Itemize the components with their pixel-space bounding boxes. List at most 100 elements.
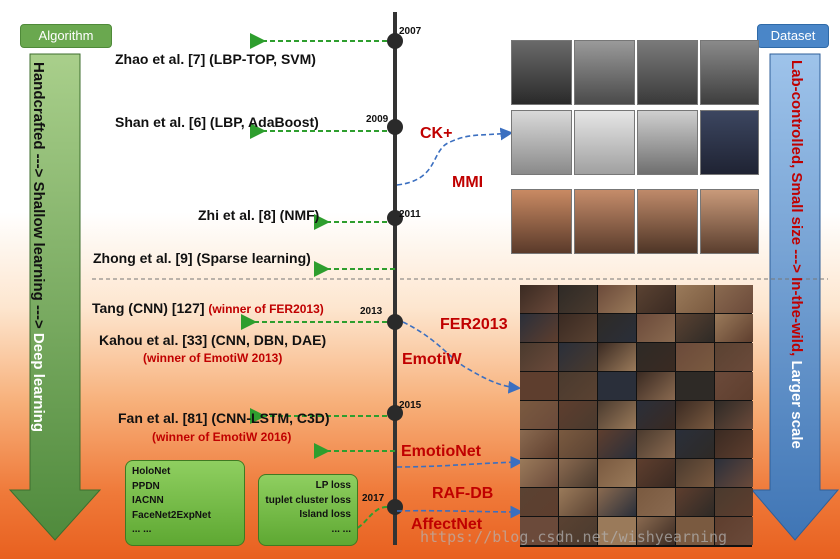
wild-face-thumbnail — [676, 430, 714, 458]
year-2013: 2013 — [360, 306, 383, 317]
face-photo — [637, 110, 698, 175]
wild-face-thumbnail — [520, 488, 558, 516]
wild-face-thumbnail — [637, 285, 675, 313]
methods-box-left: HoloNet PPDN IACNN FaceNet2ExpNet ... ..… — [125, 460, 245, 546]
dataset-emotiw: EmotiW — [402, 351, 462, 368]
year-2009: 2009 — [366, 114, 389, 125]
year-2015: 2015 — [399, 400, 422, 411]
year-2007: 2007 — [399, 26, 422, 37]
method-zhong: Zhong et al. [9] (Sparse learning) — [93, 250, 311, 266]
wild-face-thumbnail — [676, 314, 714, 342]
wild-face-thumbnail — [637, 372, 675, 400]
method-zhao: Zhao et al. [7] (LBP-TOP, SVM) — [115, 51, 316, 67]
year-node-2011 — [387, 210, 403, 226]
box-left-item: ... ... — [132, 524, 152, 535]
box-right-item: tuplet cluster loss — [265, 494, 351, 506]
methods-box-right: LP loss tuplet cluster loss Island loss … — [258, 474, 358, 546]
face-photo — [574, 189, 635, 254]
box-right-item: ... ... — [331, 523, 351, 535]
wild-face-thumbnail — [598, 459, 636, 487]
wild-face-thumbnail — [676, 459, 714, 487]
arrow-rafdb-affectnet — [396, 505, 524, 519]
fan-note: (winner of EmotiW 2016) — [152, 430, 292, 444]
right-arrow-label: Lab-controlled, Small size ---> In-the-w… — [788, 60, 805, 449]
watermark: https://blog.csdn.net/wishyearning — [420, 528, 728, 546]
wild-face-thumbnail — [676, 517, 714, 545]
box-right-item: Island loss — [299, 509, 351, 520]
year-node-2007 — [387, 33, 403, 49]
wild-face-thumbnail — [676, 372, 714, 400]
wild-face-thumbnail — [598, 372, 636, 400]
wild-face-thumbnail — [715, 459, 753, 487]
year-node-2013 — [387, 314, 403, 330]
box-left-item: HoloNet — [132, 466, 171, 477]
left-arrow-shape — [8, 53, 102, 541]
tang-note: (winner of FER2013) — [208, 302, 324, 316]
box-left-item: PPDN — [132, 480, 160, 492]
wild-face-thumbnail — [637, 488, 675, 516]
wild-face-thumbnail — [676, 401, 714, 429]
wild-face-thumbnail — [559, 314, 597, 342]
face-photo — [700, 189, 759, 254]
face-photo — [511, 40, 572, 105]
year-node-2015 — [387, 405, 403, 421]
in-the-wild-image-grid — [520, 285, 753, 547]
wild-face-thumbnail — [559, 343, 597, 371]
method-fan: Fan et al. [81] (CNN-LSTM, C3D) — [118, 410, 330, 426]
wild-face-thumbnail — [598, 314, 636, 342]
wild-face-thumbnail — [676, 285, 714, 313]
wild-face-thumbnail — [715, 401, 753, 429]
wild-face-thumbnail — [715, 372, 753, 400]
dataset-emotionet: EmotioNet — [401, 443, 481, 460]
year-2017: 2017 — [362, 493, 385, 504]
face-photo — [511, 110, 572, 175]
wild-face-thumbnail — [598, 517, 636, 545]
box-right-item: LP loss — [315, 480, 351, 491]
wild-face-thumbnail — [559, 488, 597, 516]
wild-face-thumbnail — [715, 430, 753, 458]
wild-face-thumbnail — [637, 430, 675, 458]
wild-face-thumbnail — [715, 488, 753, 516]
method-zhi: Zhi et al. [8] (NMF) — [198, 207, 320, 223]
dataset-tag: Dataset — [757, 24, 829, 48]
right-arrow-shape — [750, 53, 840, 541]
wild-face-thumbnail — [598, 430, 636, 458]
wild-face-thumbnail — [676, 488, 714, 516]
method-shan: Shan et al. [6] (LBP, AdaBoost) — [115, 114, 319, 130]
wild-face-thumbnail — [559, 285, 597, 313]
wild-face-thumbnail — [676, 343, 714, 371]
wild-face-thumbnail — [637, 517, 675, 545]
left-arrow-label: Handcrafted ---> Shallow learning ---> D… — [30, 62, 47, 433]
wild-face-thumbnail — [715, 343, 753, 371]
arrow-emotionet — [396, 455, 524, 469]
wild-face-thumbnail — [598, 343, 636, 371]
face-photo — [637, 40, 698, 105]
year-node-2009 — [387, 119, 403, 135]
face-photo — [637, 189, 698, 254]
wild-face-thumbnail — [637, 459, 675, 487]
face-photo — [574, 110, 635, 175]
method-kahou: Kahou et al. [33] (CNN, DBN, DAE) — [99, 332, 327, 348]
algorithm-tag: Algorithm — [20, 24, 112, 48]
wild-face-thumbnail — [598, 285, 636, 313]
wild-face-thumbnail — [520, 314, 558, 342]
wild-face-thumbnail — [559, 401, 597, 429]
dataset-rafdb: RAF-DB — [432, 485, 494, 502]
wild-face-thumbnail — [598, 488, 636, 516]
wild-face-thumbnail — [520, 343, 558, 371]
wild-face-thumbnail — [559, 372, 597, 400]
box-left-item: IACNN — [132, 495, 164, 506]
dataset-fer2013: FER2013 — [440, 316, 508, 333]
tang-label: Tang (CNN) [127] — [92, 300, 205, 316]
year-node-2017 — [387, 499, 403, 515]
face-photo — [574, 40, 635, 105]
kahou-note: (winner of EmotiW 2013) — [143, 351, 283, 365]
year-2011: 2011 — [399, 209, 421, 220]
wild-face-thumbnail — [715, 517, 753, 545]
wild-face-thumbnail — [715, 285, 753, 313]
wild-face-thumbnail — [637, 401, 675, 429]
dataset-mmi: MMI — [452, 174, 484, 191]
method-tang: Tang (CNN) [127] (winner of FER2013) — [92, 300, 324, 316]
wild-face-thumbnail — [559, 459, 597, 487]
wild-face-thumbnail — [520, 285, 558, 313]
